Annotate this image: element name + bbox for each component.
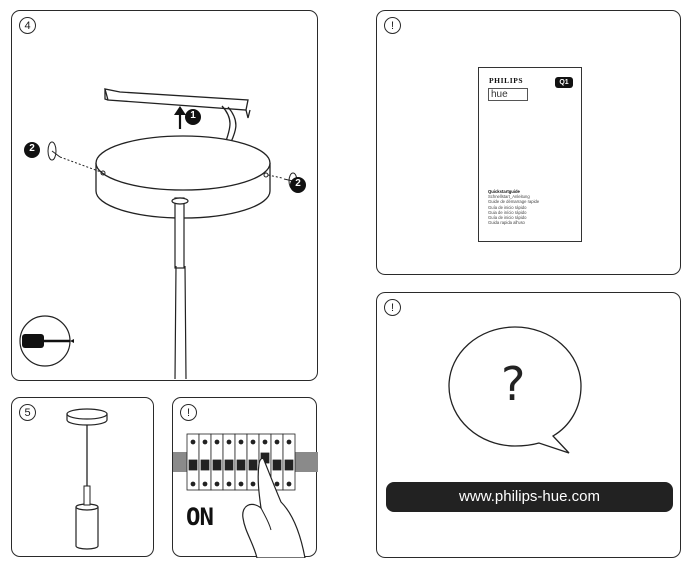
language-line: Guía de inicio rápido	[488, 215, 527, 221]
hand-icon	[242, 457, 306, 558]
language-line: Quickstartguide	[488, 189, 520, 194]
screwdriver-icon	[19, 315, 74, 367]
language-line: Guide de démarrage rapide	[488, 199, 540, 205]
callout-1-label: 1	[190, 110, 196, 121]
on-label: ON	[186, 503, 214, 531]
language-line: Guía de inicio rápido	[488, 204, 527, 210]
question-mark: ?	[501, 357, 526, 411]
power-on-panel: !	[172, 397, 318, 558]
language-line: Schnellstart_Anleitung	[488, 194, 530, 200]
step-number-badge: 5	[19, 404, 36, 421]
attention-badge: !	[384, 17, 401, 34]
step-5-panel: 5	[11, 397, 154, 557]
step-number-badge: 4	[19, 17, 36, 34]
question-bubble-icon	[448, 326, 582, 454]
callout-2-right-label: 2	[295, 178, 301, 189]
circuit-breaker-icon	[186, 433, 296, 491]
hue-logo: hue	[488, 88, 528, 101]
attention-badge: !	[384, 299, 401, 316]
brand-logo: PHILIPS	[489, 76, 524, 85]
ceiling-mount-illustration	[19, 88, 306, 380]
pendant-illustration	[66, 408, 108, 550]
website-link[interactable]: www.philips-hue.com	[386, 482, 673, 512]
language-line: Guida rapida all'uso	[488, 220, 525, 226]
fuse-box-illustration	[173, 433, 318, 558]
attention-badge: !	[180, 404, 197, 421]
guide-panel: ! PHILIPS hue Q1 Quickstartguide Schnell…	[376, 10, 681, 275]
language-list: Quickstartguide Schnellstart_Anleitung G…	[488, 189, 539, 225]
step-4-panel: 4	[11, 10, 318, 381]
callout-2-left-label: 2	[29, 143, 35, 154]
quick-start-booklet: PHILIPS hue Q1 Quickstartguide Schnellst…	[478, 67, 582, 242]
page-badge: Q1	[555, 77, 573, 88]
language-line: Guia de início rápido	[488, 209, 527, 215]
help-panel: ! ? www.philips-hue.com	[376, 292, 681, 558]
